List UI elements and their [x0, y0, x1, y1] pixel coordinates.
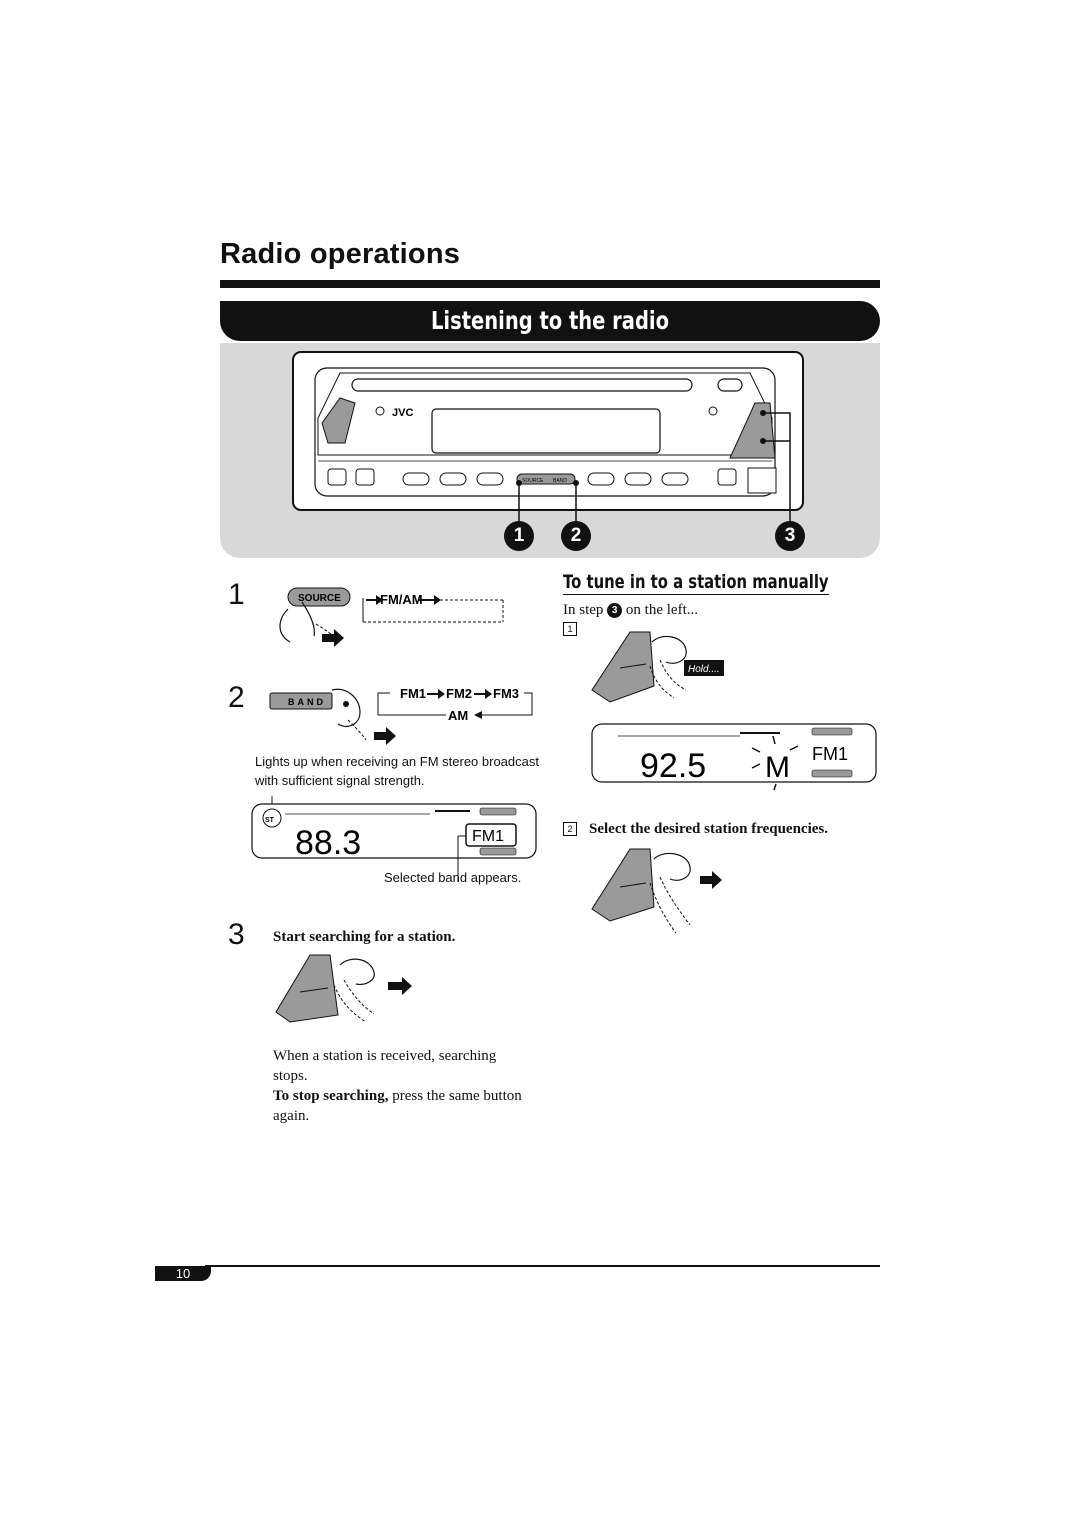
- manual-intro-after: on the left...: [625, 602, 698, 618]
- manual-hold-illustration: Hold....: [591, 631, 724, 703]
- display-frequency: 88.3: [295, 824, 361, 862]
- fm-am-label: FM/AM: [380, 592, 423, 607]
- band-caption: Selected band appears.: [384, 870, 522, 885]
- footer-rule: [205, 1265, 880, 1267]
- display-88-3: ST 88.3 FM1: [251, 796, 537, 882]
- band-am: AM: [448, 708, 468, 723]
- manual-intro-step: 3: [607, 603, 623, 618]
- stop-searching-bold: To stop searching,: [273, 1088, 389, 1104]
- section-banner: Listening to the radio: [220, 301, 880, 341]
- section-title: Listening to the radio: [430, 306, 669, 335]
- substep-2-text: Select the desired station frequencies.: [589, 821, 828, 837]
- band-button-label: BAND: [553, 478, 567, 484]
- band-fm3: FM3: [493, 686, 519, 701]
- callout-3: 3: [775, 521, 805, 551]
- band-button-text: BAND: [288, 697, 326, 707]
- step-2-number: 2: [228, 681, 245, 714]
- source-button-label: SOURCE: [522, 478, 544, 484]
- manual-intro-before: In step: [563, 602, 604, 618]
- car-receiver-illustration: JVC SOURCE BAND: [292, 351, 804, 521]
- title-rule: [220, 280, 880, 288]
- step-1-number: 1: [228, 578, 245, 611]
- st-indicator: ST: [265, 817, 275, 824]
- source-button-text: SOURCE: [298, 593, 341, 604]
- band-fm2: FM2: [446, 686, 472, 701]
- hold-label: Hold....: [688, 664, 720, 675]
- display-frequency-manual: 92.5: [640, 747, 706, 785]
- step-3-stop-note: To stop searching, press the same button…: [273, 1086, 533, 1126]
- manual-intro: In step 3 on the left...: [563, 600, 698, 620]
- page-number: 10: [155, 1266, 211, 1281]
- substep-2-box: 2: [563, 822, 577, 836]
- step-3-number: 3: [228, 918, 245, 951]
- band-fm1: FM1: [400, 686, 426, 701]
- stop-searching-text: press the same button again.: [273, 1088, 522, 1124]
- step-3-illustration: [275, 954, 412, 1023]
- display-band: FM1: [472, 828, 504, 845]
- callout-2: 2: [561, 521, 591, 551]
- substep-1-box: 1: [563, 622, 577, 636]
- stereo-caption: Lights up when receiving an FM stereo br…: [255, 754, 539, 788]
- manual-tuning-heading: To tune in to a station manually: [563, 571, 829, 595]
- step-3-heading: Start searching for a station.: [273, 929, 456, 945]
- manual-select-illustration: [591, 848, 722, 934]
- display-band-manual: FM1: [812, 744, 848, 764]
- callout-1: 1: [504, 521, 534, 551]
- display-92-5: 92.5 M FM1: [591, 723, 877, 791]
- brand-logo: JVC: [392, 407, 413, 419]
- step-2-illustration: BAND FM1 FM2 FM3 AM: [269, 686, 533, 745]
- display-memory-mode: M: [765, 751, 790, 784]
- step-3-note: When a station is received, searching st…: [273, 1048, 497, 1084]
- page-title: Radio operations: [220, 238, 461, 270]
- step-1-illustration: SOURCE FM/AM: [279, 587, 504, 647]
